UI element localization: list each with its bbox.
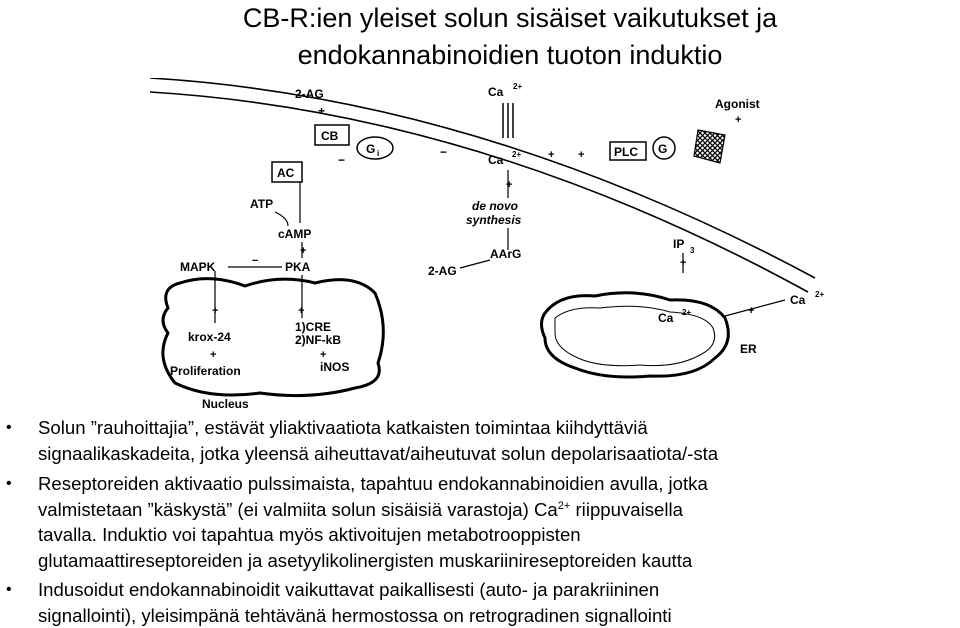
svg-text:G: G: [658, 142, 667, 156]
label-ca-er-in: Ca: [658, 311, 674, 325]
label-ca-er-out: Ca: [790, 293, 806, 307]
svg-text:+: +: [298, 305, 304, 317]
label-2ag-mid: 2-AG: [428, 264, 457, 278]
svg-text:2+: 2+: [815, 290, 824, 299]
label-ca-inner: Ca: [488, 153, 504, 167]
label-ca-top-sup: 2+: [513, 82, 522, 91]
label-agonist: Agonist: [715, 97, 760, 111]
label-nucleus: Nucleus: [202, 397, 249, 411]
slide-title: CB-R:ien yleiset solun sisäiset vaikutuk…: [130, 0, 890, 74]
label-proliferation: Proliferation: [170, 364, 241, 378]
bullet-2-line-3: tavalla. Induktio voi tapahtua myös akti…: [38, 522, 960, 548]
label-inos: iNOS: [320, 360, 349, 374]
cell-membrane-inner: [150, 92, 808, 292]
bullet-list: • Solun ”rauhoittajia”, estävät yliaktiv…: [0, 415, 960, 628]
bullet-3-line-1: Indusoidut endokannabinoidit vaikuttavat…: [38, 577, 960, 603]
label-mapk: MAPK: [180, 260, 216, 274]
bullet-item-2: • Reseptoreiden aktivaatio pulssimaista,…: [0, 471, 960, 573]
svg-text:2+: 2+: [512, 150, 521, 159]
svg-text:−: −: [440, 145, 447, 159]
label-ca-top: Ca: [488, 85, 504, 99]
label-aarg: AArG: [490, 247, 521, 261]
label-atp: ATP: [250, 197, 273, 211]
bullet-item-1: • Solun ”rauhoittajia”, estävät yliaktiv…: [0, 415, 960, 466]
title-line-1: CB-R:ien yleiset solun sisäiset vaikutuk…: [130, 0, 890, 37]
svg-text:−: −: [252, 255, 258, 267]
svg-text:+: +: [210, 349, 216, 361]
bullet-dot: •: [6, 471, 12, 497]
svg-text:i: i: [377, 149, 379, 158]
svg-text:+: +: [318, 104, 325, 118]
svg-text:2+: 2+: [682, 308, 691, 317]
cell-signaling-diagram: 2-AG Ca 2+ Agonist CB + G i − − AC ATP c…: [150, 78, 830, 413]
label-ip3: IP: [673, 237, 684, 251]
label-synthesis: synthesis: [466, 213, 522, 227]
bullet-2-line-2: valmistetaan ”käskystä” (ei valmiita sol…: [38, 497, 960, 523]
svg-text:3: 3: [690, 246, 695, 255]
bullet-2-line-4: glutamaattireseptoreiden ja asetyylikoli…: [38, 548, 960, 574]
svg-text:+: +: [680, 257, 686, 269]
svg-text:G: G: [366, 142, 375, 156]
svg-text:AC: AC: [277, 166, 295, 180]
bullet-1-line-1: Solun ”rauhoittajia”, estävät yliaktivaa…: [38, 415, 960, 441]
bullet-1-line-2: signaalikaskadeita, jotka yleensä aiheut…: [38, 441, 960, 467]
svg-text:+: +: [548, 149, 554, 161]
svg-text:PLC: PLC: [614, 145, 638, 159]
label-er: ER: [740, 342, 757, 356]
er-outline: [542, 293, 729, 377]
svg-text:+: +: [735, 114, 741, 126]
svg-text:CB: CB: [321, 129, 339, 143]
svg-text:+: +: [212, 305, 218, 317]
svg-text:+: +: [506, 179, 512, 191]
bullet-item-3: • Indusoidut endokannabinoidit vaikuttav…: [0, 577, 960, 628]
agonist-receptor: [694, 130, 725, 163]
label-de-novo: de novo: [472, 199, 518, 213]
svg-text:+: +: [748, 305, 754, 317]
svg-text:+: +: [300, 245, 306, 257]
title-line-2: endokannabinoidien tuoton induktio: [130, 37, 890, 74]
bullet-2-line-1: Reseptoreiden aktivaatio pulssimaista, t…: [38, 471, 960, 497]
label-krox: krox-24: [188, 330, 231, 344]
bullet-dot: •: [6, 577, 12, 603]
svg-text:+: +: [578, 149, 584, 161]
label-nfkb: 2)NF-kB: [295, 333, 341, 347]
bullet-dot: •: [6, 415, 12, 441]
label-pka: PKA: [285, 260, 311, 274]
svg-text:−: −: [338, 153, 345, 167]
label-camp: cAMP: [278, 227, 311, 241]
label-cre: 1)CRE: [295, 320, 331, 334]
label-2ag-top: 2-AG: [295, 87, 324, 101]
bullet-3-line-2: signallointi), yleisimpänä tehtävänä her…: [38, 603, 960, 628]
